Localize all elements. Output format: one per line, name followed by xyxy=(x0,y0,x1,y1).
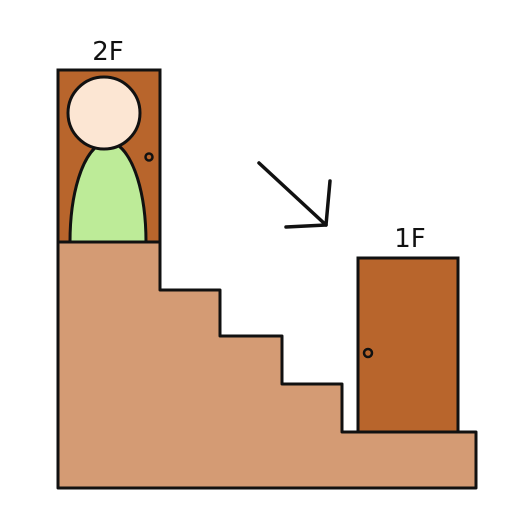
upper-floor-label: 2F xyxy=(92,37,124,67)
staircase xyxy=(56,240,478,490)
lower-door-knob xyxy=(362,347,374,359)
lower-floor-label: 1F xyxy=(394,224,426,254)
lower-door xyxy=(356,256,460,434)
upper-door-knob xyxy=(144,152,154,162)
down-arrow-icon xyxy=(257,161,332,229)
person-head xyxy=(66,75,142,151)
